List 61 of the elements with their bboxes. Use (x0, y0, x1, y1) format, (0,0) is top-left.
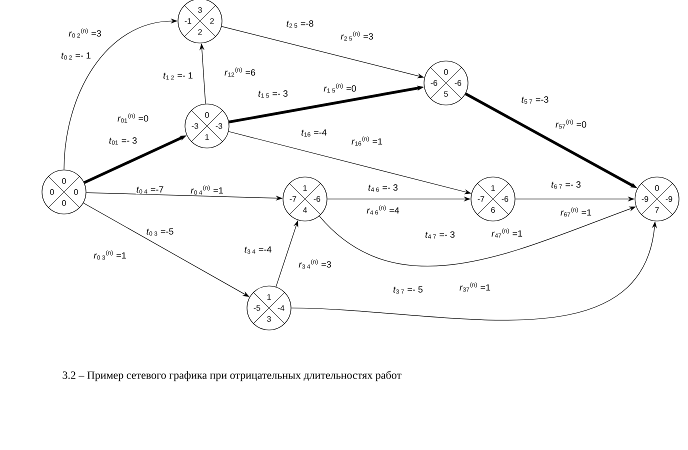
sector-number: -3 (192, 123, 198, 129)
sector-number: -6 (454, 80, 462, 86)
sector-number: -3 (216, 123, 222, 129)
sector-number: 0 (50, 189, 54, 195)
reserve-label: r$_{0 3}$$^{(n)}$ =1 (93, 250, 127, 260)
sector-number: -1 (184, 18, 192, 24)
edge-label: t$_{1 2}$ =- 1 (162, 72, 194, 80)
edge-label: t$_{4 6}$ =- 3 (368, 184, 398, 192)
reserve-label: r$_{4 6}$$^{(n)}$ =4 (366, 204, 400, 216)
sector-number: 5 (444, 91, 448, 97)
sector-number: -7 (478, 196, 484, 202)
reserve-label: r$_{57}$$^{(n)}$ =0 (554, 118, 588, 130)
sector-number: -6 (430, 80, 438, 86)
reserve-label: r$_{47}$$^{(n)}$ =1 (490, 228, 524, 238)
edge-label: t$_{3 7}$ =- 5 (392, 286, 424, 294)
sector-number: 1 (303, 185, 307, 191)
sector-number: 0 (74, 189, 78, 195)
sector-number: 0 (62, 178, 66, 184)
edge-label: t$_{0 3}$ =-5 (146, 228, 174, 236)
edge-label: t$_{0 4}$ =-7 (136, 186, 164, 194)
edge-label: t$_{6 7}$ =- 3 (550, 180, 582, 190)
sector-number: 6 (491, 207, 495, 213)
sector-number: -9 (642, 196, 648, 202)
edge-label: t$_{16}$ =-4 (300, 128, 328, 138)
edge-label: t$_{0 2}$ =- 1 (60, 52, 92, 60)
reserve-label: r$_{0 2}$$^{(n)}$ =3 (68, 28, 102, 38)
sector-number: 3 (198, 7, 202, 13)
reserve-label: r$_{16}$$^{(n)}$ =1 (350, 136, 384, 146)
sector-number: -9 (666, 196, 672, 202)
sector-number: 3 (267, 316, 271, 322)
edge-label: t$_{01}$ =- 3 (108, 136, 138, 146)
sector-number: 0 (205, 112, 209, 118)
sector-number: 0 (62, 200, 66, 206)
edge-label: t$_{5 7}$ =-3 (520, 96, 550, 104)
sector-number: 7 (655, 207, 659, 213)
sector-number: -6 (314, 196, 320, 202)
reserve-label: r$_{67}$$^{(n)}$ =1 (560, 206, 592, 218)
sector-number: -4 (278, 305, 284, 311)
sector-number: -5 (254, 305, 260, 311)
sector-number: 0 (655, 185, 659, 191)
edge-label: t$_{2 5}$ =-8 (286, 20, 314, 28)
reserve-label: r$_{2 5}$$^{(n)}$ =3 (340, 30, 374, 42)
reserve-label: r$_{01}$$^{(n)}$ =0 (116, 112, 150, 124)
edge-label: t$_{1 5}$ =- 3 (258, 90, 288, 98)
edge-label: t$_{4 7}$ =- 3 (424, 230, 456, 240)
sector-number: 1 (267, 294, 271, 300)
sector-number: 2 (198, 29, 202, 35)
sector-number: -7 (290, 196, 296, 202)
sector-number: 0 (444, 69, 448, 75)
sector-number: 1 (205, 134, 209, 140)
sector-number: 1 (491, 185, 495, 191)
reserve-label: r$_{37}$$^{(n)}$ =1 (458, 282, 492, 292)
reserve-label: r$_{12}$$^{(n)}$ =6 (224, 66, 256, 78)
edge-label: t$_{3 4}$ =-4 (244, 246, 272, 254)
sector-number: 4 (302, 207, 307, 213)
reserve-label: r$_{1 5}$$^{(n)}$ =0 (323, 82, 357, 94)
caption: 3.2 – Пример сетевого графика при отрицательных длительностях работ (62, 370, 402, 382)
reserve-label: r$_{3 4}$$^{(n)}$ =3 (298, 258, 332, 270)
sector-number: -6 (502, 196, 508, 202)
sector-number: 2 (210, 18, 214, 24)
reserve-label: r$_{0 4}$$^{(n)}$ =1 (190, 184, 224, 196)
